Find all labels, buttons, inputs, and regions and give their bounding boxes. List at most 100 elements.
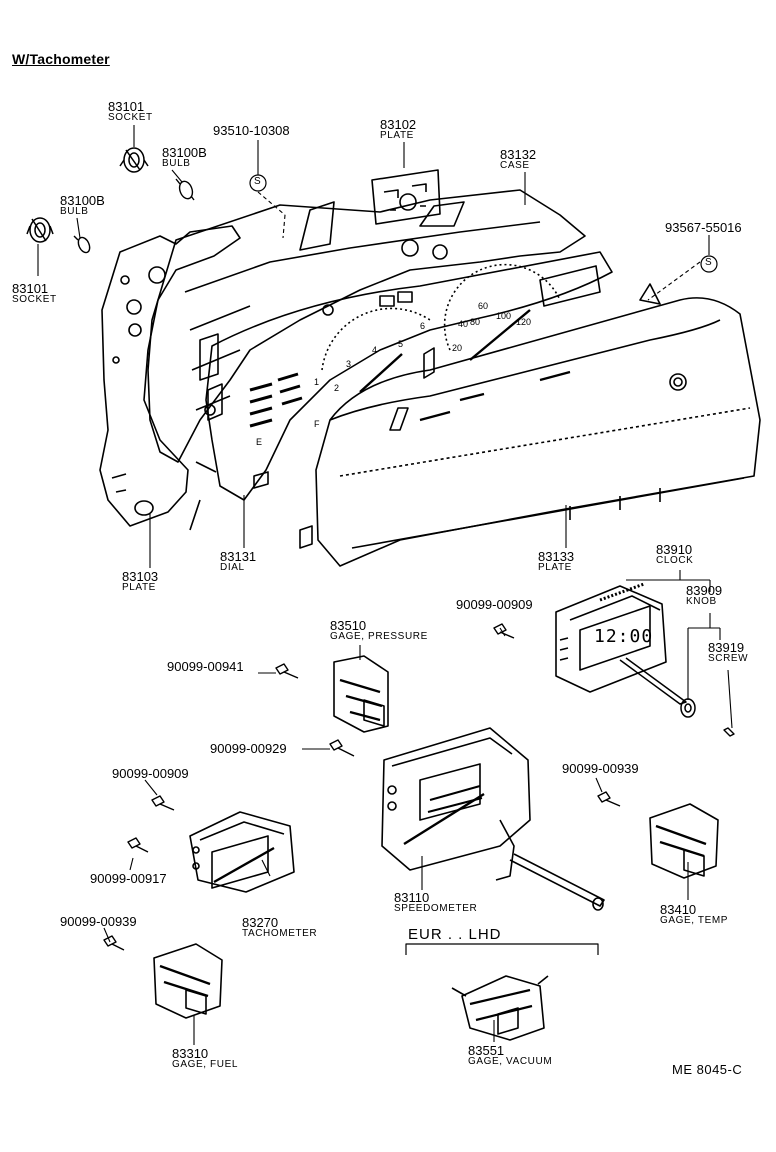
gage-pressure-83510 [333, 655, 389, 733]
part-label: 83131 DIAL [220, 550, 256, 573]
dial-mark: 80 [470, 317, 481, 327]
gage-fuel-83310 [153, 943, 223, 1019]
screw-s-letter: S [705, 257, 712, 268]
part-label: 83133 PLATE [538, 550, 574, 573]
bulb-left [73, 235, 91, 254]
gage-vacuum-83551 [451, 975, 549, 1041]
plate-83133 [299, 283, 761, 567]
part-label: 83910 CLOCK [656, 543, 693, 566]
part-name: KNOB [686, 596, 717, 607]
part-name: GAGE, PRESSURE [330, 631, 428, 642]
part-number: 83132 [500, 147, 537, 162]
part-name: DIAL [220, 562, 245, 573]
tachometer-83270 [189, 811, 295, 893]
part-number: 83102 [380, 117, 417, 132]
part-number: 90099-00909 [456, 597, 533, 612]
screw-90099-00939-right [597, 791, 621, 807]
dial-mark: 120 [516, 317, 532, 327]
dial-mark: 100 [496, 311, 512, 321]
part-label: 90099-00909 [456, 598, 533, 611]
screw-83919 [723, 727, 735, 737]
part-name: GAGE, FUEL [172, 1059, 239, 1070]
bulb-top [175, 178, 195, 201]
part-name: GAGE, VACUUM [468, 1056, 553, 1067]
dial-mark: F [314, 419, 320, 429]
part-name: PLATE [122, 582, 156, 593]
dial-83131 [204, 251, 613, 501]
part-number: 83910 [656, 542, 693, 557]
part-label: 83100B BULB [60, 194, 105, 217]
part-label: 90099-00939 [562, 762, 639, 775]
socket-left [26, 217, 54, 243]
dial-mark: 5 [398, 339, 404, 349]
part-name: GAGE, TEMP [660, 915, 729, 926]
screw-90099-00909-lower [151, 795, 175, 811]
part-label: 93510-10308 [213, 124, 290, 137]
screw-90099-00909-upper [493, 623, 515, 639]
part-number: 93510-10308 [213, 123, 290, 138]
part-name: PLATE [538, 562, 572, 573]
socket-top [119, 147, 149, 173]
part-name: BULB [60, 206, 89, 217]
part-label: 83510 GAGE, PRESSURE [330, 619, 428, 642]
part-label: 83310 GAGE, FUEL [172, 1047, 238, 1070]
part-label: 83102 PLATE [380, 118, 416, 141]
speedometer-83110 [381, 727, 605, 911]
part-label: 90099-00917 [90, 872, 167, 885]
part-name: CLOCK [656, 555, 694, 566]
dial-mark: E [256, 437, 263, 447]
part-name: SCREW [708, 653, 749, 664]
part-label: 83110 SPEEDOMETER [394, 891, 477, 914]
part-label: 83100B BULB [162, 146, 207, 169]
gage-temp-83410 [649, 803, 719, 879]
part-number: 83310 [172, 1046, 209, 1061]
screw-90099-00941 [275, 663, 299, 679]
part-number: 83270 [242, 915, 279, 930]
group-label: EUR . . LHD [408, 926, 502, 943]
part-label: 93567-55016 [665, 221, 742, 234]
part-number: 83133 [538, 549, 575, 564]
part-label: 83410 GAGE, TEMP [660, 903, 728, 926]
part-number: 83100B [60, 193, 105, 208]
dial-mark: 4 [372, 345, 378, 355]
part-label: 83132 CASE [500, 148, 536, 171]
part-label: 90099-00939 [60, 915, 137, 928]
part-number: 83101 [108, 99, 145, 114]
dial-mark: 20 [452, 343, 463, 353]
part-label: 83919 SCREW [708, 641, 748, 664]
diagram-title: W/Tachometer [12, 51, 110, 67]
part-name: SOCKET [12, 294, 57, 305]
dial-mark: 60 [478, 301, 489, 311]
part-number: 83101 [12, 281, 49, 296]
part-number: 83510 [330, 618, 367, 633]
part-name: SOCKET [108, 112, 153, 123]
part-label: 83103 PLATE [122, 570, 158, 593]
part-label: 83909 KNOB [686, 584, 722, 607]
part-label: 83270 TACHOMETER [242, 916, 317, 939]
part-number: 83131 [220, 549, 257, 564]
part-number: 90099-00929 [210, 741, 287, 756]
dial-mark: 40 [458, 319, 469, 329]
clock-display: 12:00 [594, 626, 654, 647]
part-name: TACHOMETER [242, 928, 318, 939]
screw-90099-00917 [127, 837, 149, 853]
part-name: PLATE [380, 130, 414, 141]
part-label: 90099-00929 [210, 742, 287, 755]
screw-symbol-93567 [700, 255, 718, 273]
leader-lines [37, 125, 733, 1045]
dial-mark: 2 [334, 383, 340, 393]
plate-83102 [371, 169, 441, 225]
part-label: 90099-00941 [167, 660, 244, 673]
part-number: 83410 [660, 902, 697, 917]
part-number: 90099-00939 [60, 914, 137, 929]
part-number: 83909 [686, 583, 723, 598]
part-label: 83101 SOCKET [12, 282, 57, 305]
dial-mark: 3 [346, 359, 352, 369]
dial-mark: 1 [314, 377, 320, 387]
part-number: 83919 [708, 640, 745, 655]
part-number: 90099-00939 [562, 761, 639, 776]
part-name: SPEEDOMETER [394, 903, 478, 914]
part-number: 93567-55016 [665, 220, 742, 235]
part-number: 83100B [162, 145, 207, 160]
